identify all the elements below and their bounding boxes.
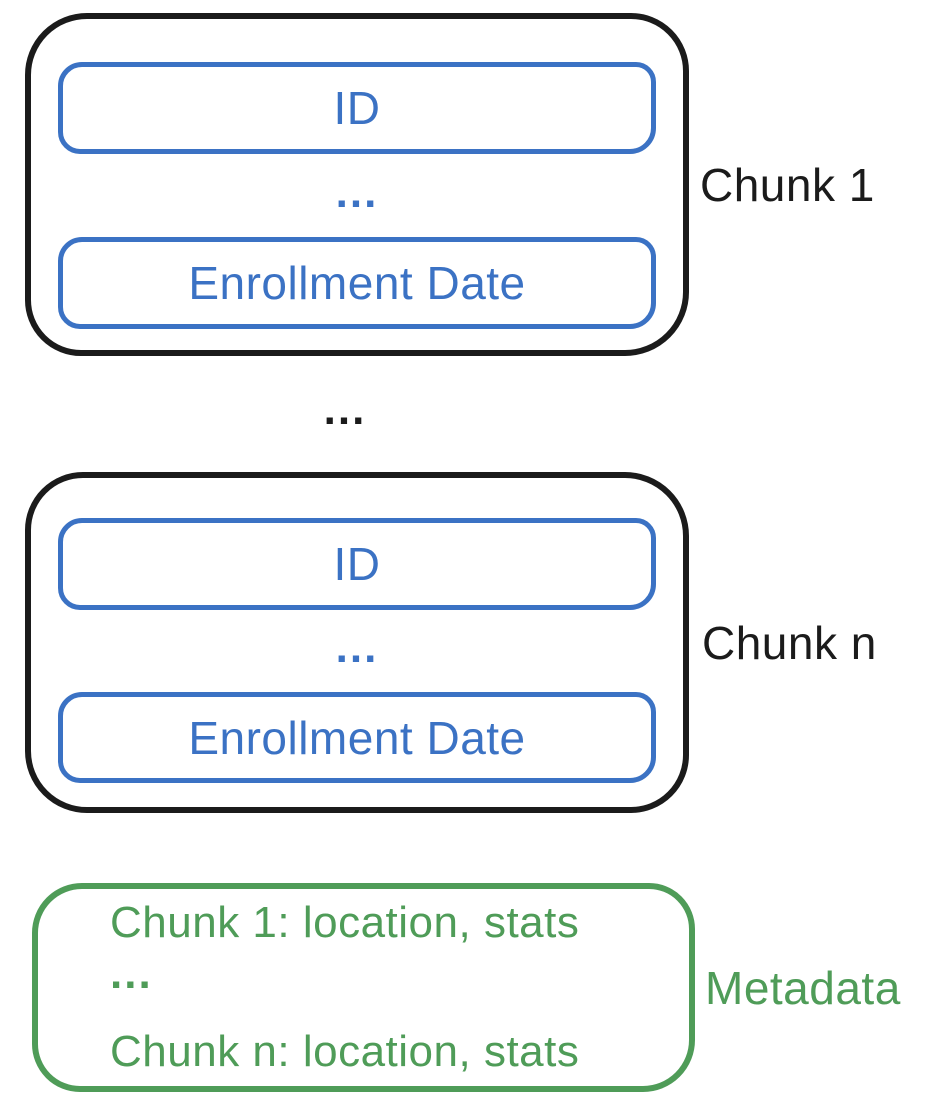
between-chunks-ellipsis: ... bbox=[323, 385, 367, 434]
chunk-n-field-enrollment-date: Enrollment Date bbox=[58, 692, 656, 783]
chunk-1-field-id: ID bbox=[58, 62, 656, 154]
chunk-n-field-id: ID bbox=[58, 518, 656, 610]
chunk-n-box: ID ... Enrollment Date bbox=[25, 472, 689, 813]
chunk-n-fields-ellipsis: ... bbox=[335, 623, 379, 672]
chunk-n-field-enrollment-date-label: Enrollment Date bbox=[188, 711, 526, 764]
metadata-line-chunk-1: Chunk 1: location, stats bbox=[110, 898, 580, 947]
chunk-1-field-enrollment-date-label: Enrollment Date bbox=[188, 257, 526, 309]
chunk-1-field-id-label: ID bbox=[333, 82, 381, 134]
chunk-n-field-id-label: ID bbox=[333, 538, 381, 590]
chunk-1-field-enrollment-date: Enrollment Date bbox=[58, 237, 656, 329]
metadata-line-chunk-n: Chunk n: location, stats bbox=[110, 1027, 580, 1076]
chunk-1-box: ID ... Enrollment Date bbox=[25, 13, 689, 356]
metadata-label: Metadata bbox=[705, 961, 901, 1014]
metadata-box: Chunk 1: location, stats ... Chunk n: lo… bbox=[32, 883, 695, 1092]
chunk-1-fields-ellipsis: ... bbox=[335, 168, 379, 217]
chunk-n-label: Chunk n bbox=[702, 616, 877, 669]
chunk-1-label: Chunk 1 bbox=[700, 158, 875, 211]
metadata-lines-ellipsis: ... bbox=[110, 949, 153, 998]
